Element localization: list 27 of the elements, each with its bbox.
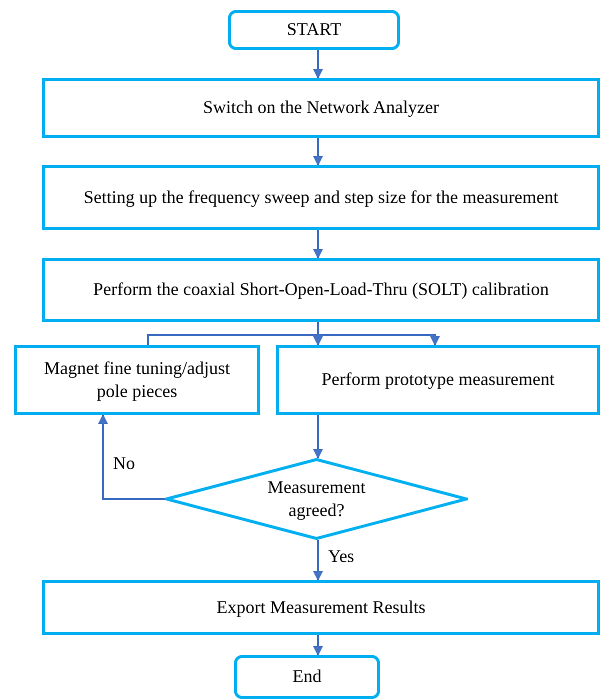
node-text: End	[292, 665, 322, 688]
arrow	[313, 230, 323, 259]
node-text: Measurement agreed?	[266, 476, 366, 522]
arrow	[313, 540, 323, 581]
node-text: START	[286, 18, 342, 42]
arrow	[313, 635, 323, 656]
arrow	[313, 50, 323, 79]
process-box	[42, 165, 600, 230]
node-text: Switch on the Network Analyzer	[203, 96, 439, 120]
process-box	[276, 345, 600, 415]
arrow	[98, 414, 165, 500]
terminal-box	[228, 10, 400, 50]
node-text: Perform the coaxial Short-Open-Load-Thru (SOLT) calibration	[93, 278, 549, 302]
terminal-box	[234, 655, 380, 699]
process-box	[42, 580, 600, 635]
process-box	[14, 345, 260, 415]
arrow	[313, 415, 323, 459]
process-box	[42, 78, 600, 138]
node-text: Setting up the frequency sweep and step size for the measurement	[84, 186, 558, 209]
node-text: Export Measurement Results	[216, 596, 426, 619]
arrow	[147, 334, 440, 346]
decision-diamond	[165, 458, 468, 540]
node-text: Perform prototype measurement	[322, 368, 554, 392]
arrow	[313, 138, 323, 166]
process-box	[42, 258, 600, 322]
node-text: Magnet fine tuning/adjust pole pieces	[43, 356, 231, 403]
arrow	[313, 322, 323, 346]
